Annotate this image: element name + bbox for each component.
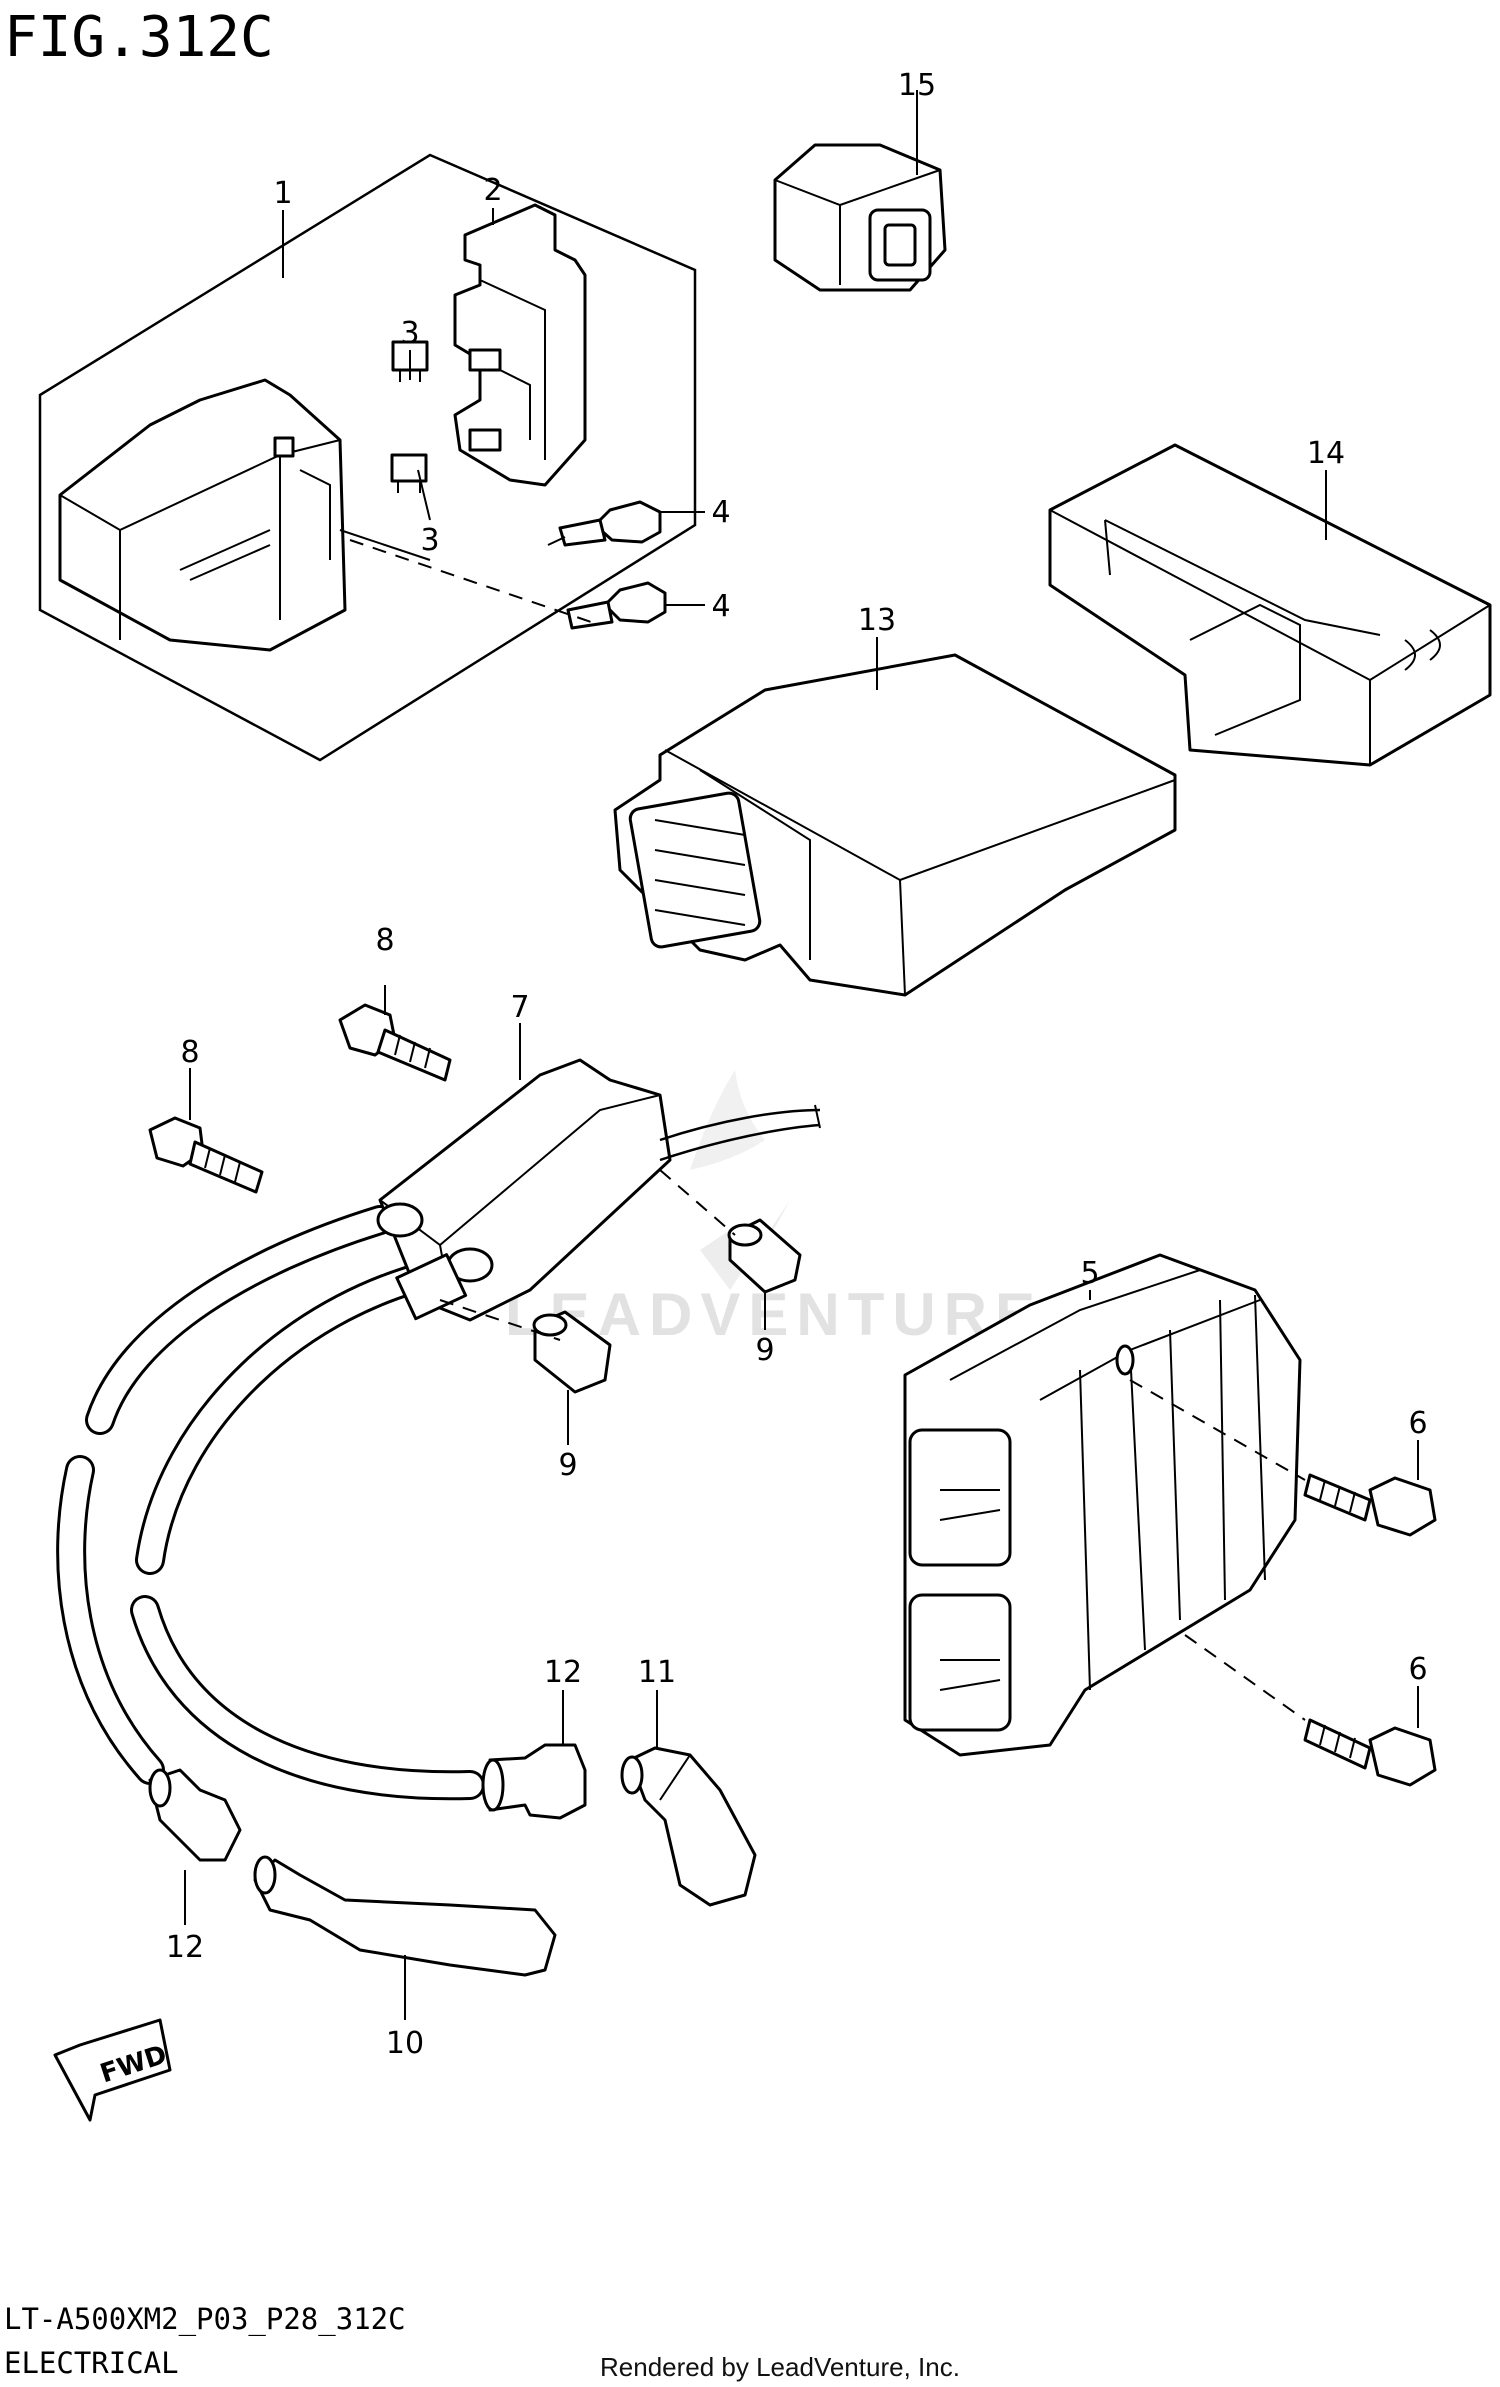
- callout-15: 15: [898, 68, 936, 103]
- relay-box: [58, 378, 347, 652]
- part-ignition-coil-7: [56, 1058, 821, 1801]
- rendered-by-credit: Rendered by LeadVenture, Inc.: [600, 2352, 960, 2382]
- bolt-4-upper: [547, 500, 662, 547]
- part-regulator-5: [903, 1253, 1302, 1757]
- callout-10: 10: [386, 2026, 424, 2061]
- bolt-4-lower: [566, 581, 667, 630]
- callout-13: 13: [858, 603, 896, 638]
- callout-14: 14: [1307, 436, 1345, 471]
- callout-3-lower: 3: [420, 523, 439, 558]
- part-collar-9-right: [727, 1218, 802, 1294]
- callout-7: 7: [510, 990, 529, 1025]
- callout-8-lower: 8: [180, 1035, 199, 1070]
- callout-6-upper: 6: [1408, 1406, 1427, 1441]
- callout-4-lower: 4: [711, 589, 730, 624]
- fwd-arrow-icon: FWD: [53, 2018, 172, 2122]
- callout-9-right: 9: [755, 1333, 774, 1368]
- part-plug-cap-11: [620, 1746, 757, 1907]
- callout-1: 1: [273, 176, 292, 211]
- part-ecu-13: [613, 653, 1177, 997]
- part-cover-14: [1048, 443, 1492, 767]
- assembly-boundary: [38, 153, 697, 762]
- callout-4-upper: 4: [711, 495, 730, 530]
- callout-2: 2: [483, 173, 502, 208]
- figure-title: FIG.312C: [4, 5, 274, 70]
- callout-8-upper: 8: [375, 923, 394, 958]
- part-bolt-6-upper: [1303, 1473, 1437, 1537]
- callout-5: 5: [1080, 1256, 1099, 1291]
- callout-leaders: [184, 90, 1419, 2020]
- part-bolt-8-upper: [338, 1003, 452, 1082]
- part-bolt-8-lower: [148, 1116, 264, 1194]
- part-plug-boot-12-right: [481, 1743, 587, 1820]
- part-plug-boot-12-left: [148, 1768, 242, 1862]
- callout-9-lower: 9: [558, 1448, 577, 1483]
- callout-12-left: 12: [166, 1930, 204, 1965]
- callout-3-upper: 3: [400, 316, 419, 351]
- part-plug-cap-10: [253, 1855, 557, 1977]
- model-code: LT-A500XM2_P03_P28_312C: [4, 2302, 406, 2337]
- part-collar-9-lower: [532, 1310, 612, 1394]
- section-name: ELECTRICAL: [4, 2346, 179, 2380]
- fuse-lower: [390, 453, 428, 493]
- callout-6-lower: 6: [1408, 1652, 1427, 1687]
- part-connector-15: [773, 143, 947, 292]
- part-bolt-6-lower: [1303, 1718, 1437, 1787]
- callout-11: 11: [638, 1655, 676, 1690]
- callout-12-right: 12: [544, 1655, 582, 1690]
- fuse-holder: [453, 203, 587, 487]
- part-group-relay-assembly: [38, 153, 697, 762]
